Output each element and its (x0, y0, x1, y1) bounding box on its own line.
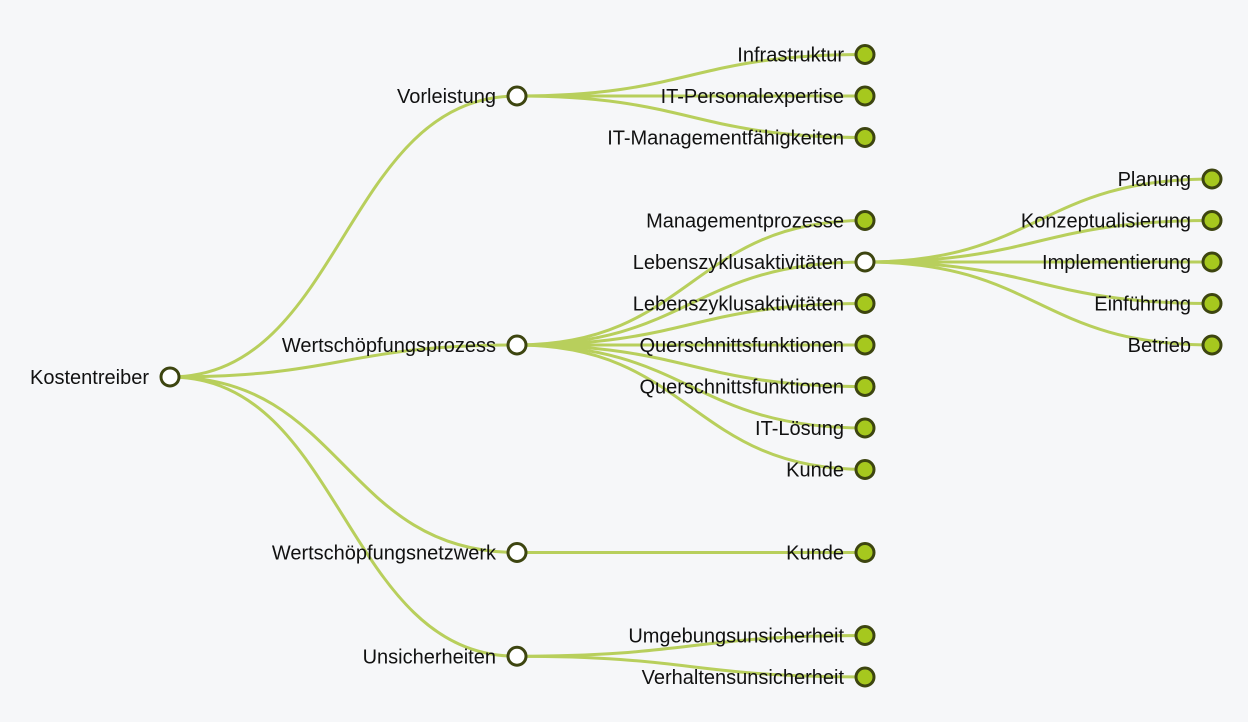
collapsed-node-circle[interactable] (854, 417, 876, 439)
node-label: Betrieb (1128, 335, 1191, 357)
collapsed-node-circle[interactable] (1201, 168, 1223, 190)
tree-node-querschnittsfunktionen[interactable]: Querschnittsfunktionen (639, 334, 876, 357)
node-label: Kunde (786, 460, 844, 482)
node-label: Wertschöpfungsnetzwerk (272, 543, 497, 565)
link-wertschoepfungsprozess-to-querschnittsfunktionen (516, 343, 866, 388)
node-label: Verhaltensunsicherheit (642, 667, 845, 689)
link-lebenszyklusaktivitaeten-to-einfuehrung (864, 260, 1213, 305)
tree-node-kostentreiber[interactable]: Kostentreiber (30, 366, 181, 389)
link-vorleistung-to-infrastruktur (516, 53, 866, 98)
collapsed-node-circle[interactable] (1201, 293, 1223, 314)
tree-node-umgebungsunsicherheit[interactable]: Umgebungsunsicherheit (628, 625, 876, 648)
collapsed-node-circle[interactable] (854, 85, 876, 107)
expanded-node-circle[interactable] (159, 366, 181, 388)
collapsed-node-circle[interactable] (854, 666, 876, 688)
collapsed-node-circle[interactable] (854, 459, 876, 480)
link-wertschoepfungsprozess-to-managementprozesse (516, 219, 866, 347)
node-label: Umgebungsunsicherheit (628, 626, 844, 648)
tree-node-lebenszyklusaktivitaeten[interactable]: Lebenszyklusaktivitäten (633, 251, 876, 274)
tree-node-unsicherheiten[interactable]: Unsicherheiten (363, 645, 528, 668)
expanded-node-circle[interactable] (506, 542, 528, 563)
link-vorleistung-to-it-managementfaehigkeiten (516, 94, 866, 139)
link-lebenszyklusaktivitaeten-to-planung (864, 177, 1213, 264)
collapsed-node-circle[interactable] (854, 210, 876, 231)
tree-node-konzeptualisierung[interactable]: Konzeptualisierung (1021, 210, 1223, 233)
tree-node-wertschoepfungsnetzwerk[interactable]: Wertschöpfungsnetzwerk (272, 542, 528, 565)
collapsed-node-circle[interactable] (854, 376, 876, 397)
link-kostentreiber-to-vorleistung (169, 94, 518, 379)
node-label: Kostentreiber (30, 367, 149, 389)
tree-node-kunde[interactable]: Kunde (786, 542, 876, 565)
link-kostentreiber-to-wertschoepfungsprozess (169, 343, 518, 379)
expanded-node-circle[interactable] (506, 85, 528, 107)
node-label: Vorleistung (397, 86, 496, 108)
tree-node-it-managementfaehigkeiten[interactable]: IT-Managementfähigkeiten (607, 127, 876, 150)
tree-node-vorleistung[interactable]: Vorleistung (397, 85, 528, 108)
tree-node-einfuehrung[interactable]: Einführung (1094, 293, 1223, 316)
node-label: Wertschöpfungsprozess (282, 335, 496, 357)
link-wertschoepfungsprozess-to-it-loesung (516, 343, 866, 430)
collapsed-node-circle[interactable] (854, 44, 876, 65)
node-label: IT-Managementfähigkeiten (607, 128, 844, 150)
link-unsicherheiten-to-umgebungsunsicherheit (516, 634, 866, 658)
node-label: Einführung (1094, 294, 1191, 316)
collapsed-node-circle[interactable] (1201, 334, 1223, 356)
node-label: Lebenszyklusaktivitäten (633, 294, 844, 316)
node-label: Querschnittsfunktionen (639, 377, 844, 399)
node-label: IT-Lösung (755, 418, 844, 440)
collapsed-node-circle[interactable] (1201, 210, 1223, 231)
collapsed-node-circle[interactable] (854, 293, 876, 314)
link-wertschoepfungsprozess-to-lebenszyklusaktivitaeten (516, 260, 866, 347)
collapsed-node-circle[interactable] (1201, 251, 1223, 273)
tree-node-kunde[interactable]: Kunde (786, 459, 876, 482)
node-label: Konzeptualisierung (1021, 211, 1191, 233)
tree-node-wertschoepfungsprozess[interactable]: Wertschöpfungsprozess (282, 334, 528, 357)
expanded-node-circle[interactable] (506, 334, 528, 356)
node-label: Querschnittsfunktionen (639, 335, 844, 357)
tree-node-it-personalexpertise[interactable]: IT-Personalexpertise (661, 85, 876, 108)
collapsed-node-circle[interactable] (854, 625, 876, 646)
links-layer (169, 53, 1213, 679)
tree-node-planung[interactable]: Planung (1118, 168, 1223, 191)
tree-node-managementprozesse[interactable]: Managementprozesse (646, 210, 876, 233)
link-kostentreiber-to-unsicherheiten (169, 375, 518, 658)
node-label: IT-Personalexpertise (661, 86, 844, 108)
tree-node-implementierung[interactable]: Implementierung (1042, 251, 1223, 274)
link-unsicherheiten-to-verhaltensunsicherheit (516, 654, 866, 679)
expanded-node-circle[interactable] (854, 251, 876, 273)
link-lebenszyklusaktivitaeten-to-betrieb (864, 260, 1213, 347)
collapsed-node-circle[interactable] (854, 334, 876, 356)
node-label: Implementierung (1042, 252, 1191, 274)
node-label: Unsicherheiten (363, 646, 496, 668)
tree-node-betrieb[interactable]: Betrieb (1128, 334, 1223, 357)
collapsed-node-circle[interactable] (854, 542, 876, 563)
link-wertschoepfungsprozess-to-lebenszyklusaktivitaeten (516, 302, 866, 347)
link-lebenszyklusaktivitaeten-to-konzeptualisierung (864, 219, 1213, 264)
tree-node-querschnittsfunktionen[interactable]: Querschnittsfunktionen (639, 376, 876, 399)
link-wertschoepfungsprozess-to-kunde (516, 343, 866, 471)
node-label: Lebenszyklusaktivitäten (633, 252, 844, 274)
collapsed-node-circle[interactable] (854, 127, 876, 148)
tree-node-it-loesung[interactable]: IT-Lösung (755, 417, 876, 440)
tree-node-verhaltensunsicherheit[interactable]: Verhaltensunsicherheit (642, 666, 876, 689)
tree-node-lebenszyklusaktivitaeten[interactable]: Lebenszyklusaktivitäten (633, 293, 876, 316)
nodes-layer: InfrastrukturIT-PersonalexpertiseIT-Mana… (30, 44, 1223, 689)
expanded-node-circle[interactable] (506, 645, 528, 667)
node-label: Kunde (786, 543, 844, 565)
node-label: Managementprozesse (646, 211, 844, 233)
node-label: Infrastruktur (737, 45, 844, 67)
node-label: Planung (1118, 169, 1191, 191)
tree-node-infrastruktur[interactable]: Infrastruktur (737, 44, 876, 67)
link-kostentreiber-to-wertschoepfungsnetzwerk (169, 375, 518, 554)
